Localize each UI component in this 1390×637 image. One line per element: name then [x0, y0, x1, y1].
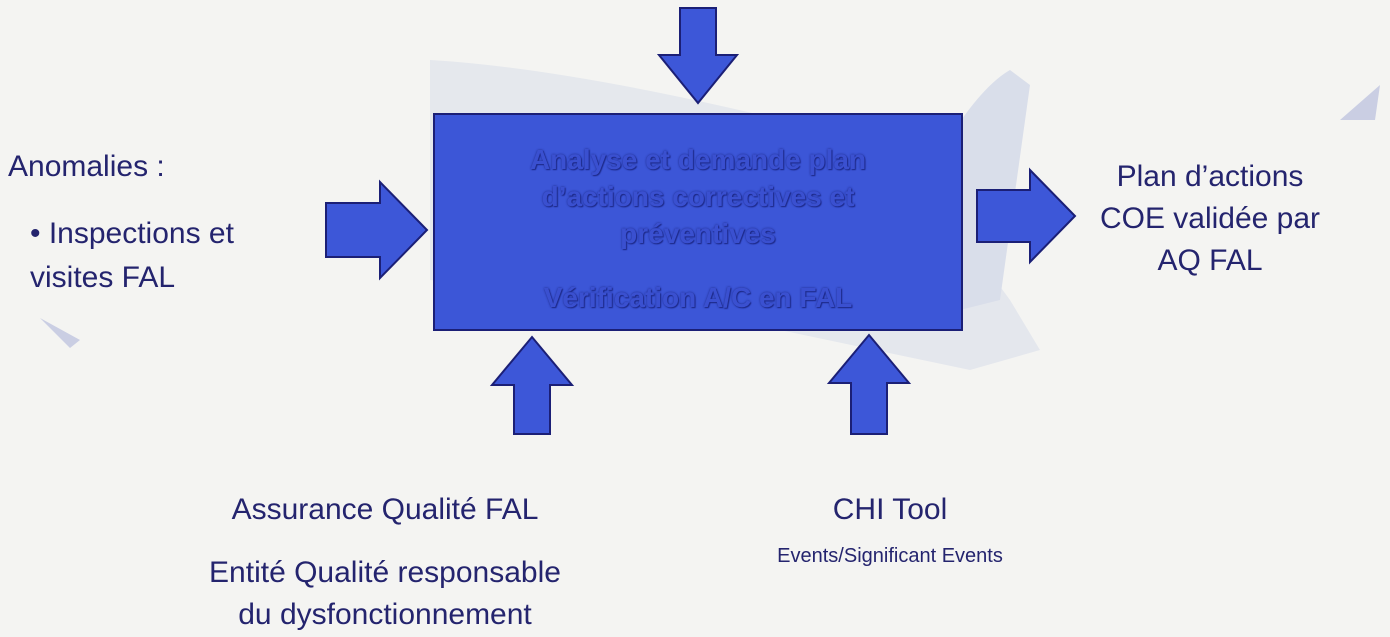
process-subtitle: Vérification A/C en FAL	[543, 282, 853, 313]
output-text: Plan d’actions COE validée par AQ FAL	[1099, 160, 1321, 277]
arrow-bottom-left-up	[489, 335, 575, 435]
control-quality-label: Assurance Qualité FAL	[231, 493, 539, 526]
process-title: Analyse et demande plan d’actions correc…	[529, 144, 867, 249]
resource-tool-label: CHI Tool	[832, 493, 948, 526]
arrow-left-in	[325, 179, 429, 281]
arrow-top-down	[656, 7, 740, 105]
input-bullet: • Inspections et visites FAL	[30, 217, 234, 294]
arrow-bottom-right-up	[826, 333, 912, 435]
control-entity-label: Entité Qualité responsable du dysfonctio…	[209, 556, 561, 631]
input-heading: Anomalies :	[8, 150, 165, 183]
process-box: Analyse et demande plan d’actions correc…	[433, 113, 963, 331]
resource-tool-sublabel: Events/Significant Events	[777, 545, 1003, 567]
arrow-right-out	[976, 167, 1077, 265]
